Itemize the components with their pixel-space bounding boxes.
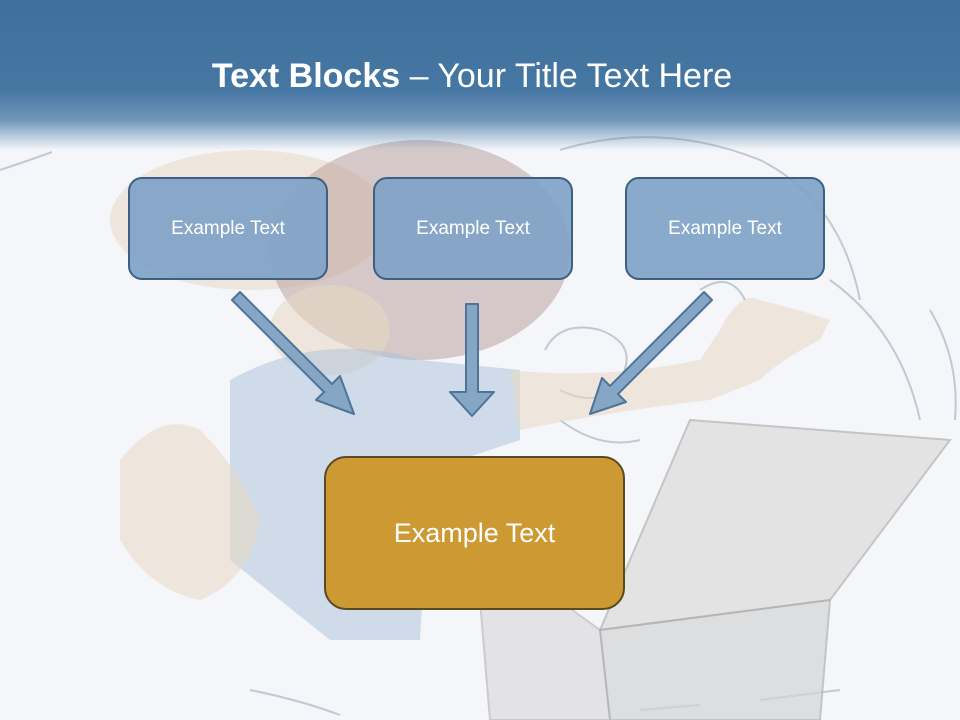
arrow-right-icon — [589, 291, 713, 415]
title-bold: Text Blocks — [211, 57, 401, 95]
text-block-2[interactable]: Example Text — [373, 177, 573, 280]
title-separator: – — [400, 57, 438, 95]
center-text-block-label: Example Text — [393, 517, 556, 548]
text-block-1-label: Example Text — [171, 217, 285, 239]
slide-title: Text Blocks – Your Title Text Here — [0, 54, 944, 98]
text-block-2-label: Example Text — [416, 217, 530, 239]
center-text-block[interactable]: Example Text — [324, 456, 625, 610]
title-rest: Your Title Text Here — [437, 57, 733, 95]
arrow-center-icon — [449, 303, 495, 417]
text-block-3[interactable]: Example Text — [625, 177, 825, 280]
title-bar — [0, 0, 960, 150]
arrow-left-icon — [231, 291, 355, 415]
text-block-1[interactable]: Example Text — [128, 177, 328, 280]
text-block-3-label: Example Text — [668, 217, 782, 239]
